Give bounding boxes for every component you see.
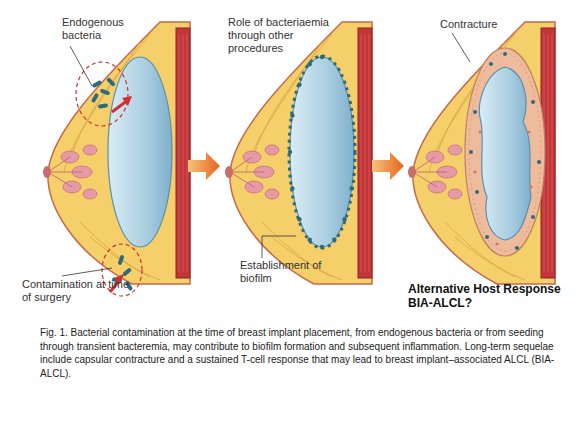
panel-label: Role of bacteriaemia through other proce… [228, 16, 340, 55]
panel-label: Contamination at time of surgery [22, 278, 132, 304]
panel-label: Alternative Host Response BIA-ALCL? [408, 282, 580, 310]
leader-line [62, 268, 112, 276]
breast-panel-contracture [408, 22, 555, 284]
progress-arrow [188, 152, 220, 180]
panel-label: Establishment of biofilm [240, 259, 340, 285]
panel-label: Contracture [440, 18, 530, 31]
leader-line [262, 236, 296, 258]
breast-panel-contamination [43, 22, 190, 296]
leader-line [452, 33, 470, 62]
figure-caption: Fig. 1. Bacterial contamination at the t… [40, 326, 555, 380]
breast-panel-biofilm [225, 22, 372, 284]
panel-label: Endogenous bacteria [62, 16, 154, 42]
leader-line [70, 46, 92, 86]
progress-arrow [372, 152, 404, 180]
